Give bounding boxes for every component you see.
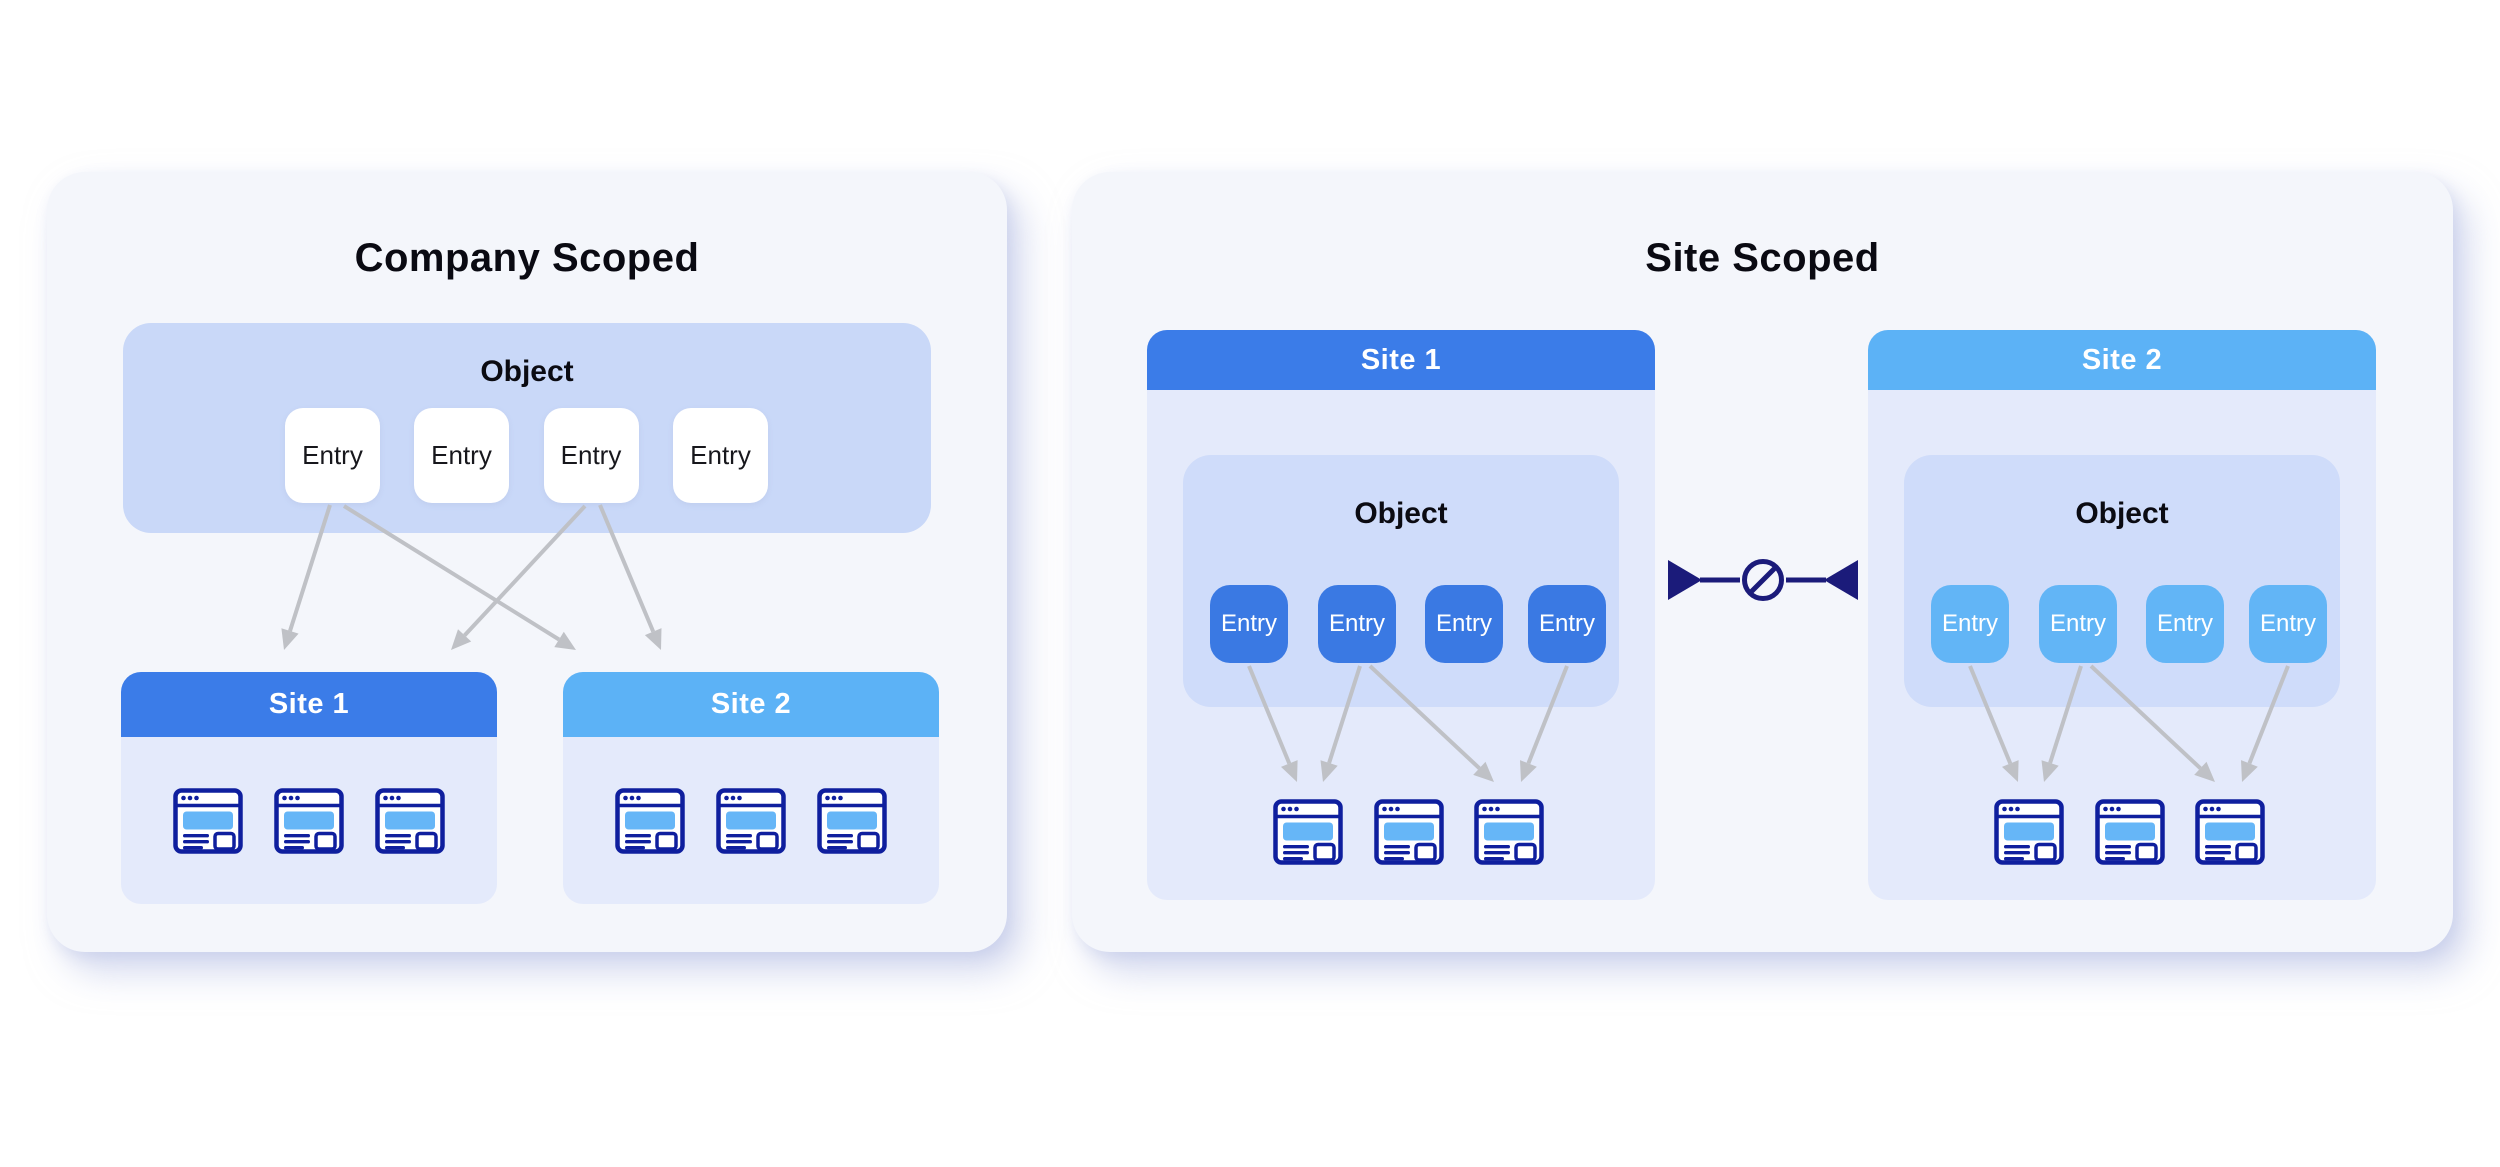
site1-entry-3: Entry bbox=[1425, 585, 1503, 663]
page-icon bbox=[274, 788, 344, 854]
company-scoped-panel: Company Scoped Object Entry Entry Entry … bbox=[47, 172, 1007, 952]
site-2-object-box: Object bbox=[1904, 455, 2340, 707]
company-entry-4: Entry bbox=[673, 408, 768, 503]
site2-entry-2: Entry bbox=[2039, 585, 2117, 663]
company-site-1-card: Site 1 bbox=[121, 672, 497, 904]
arrowhead-right-icon bbox=[1668, 560, 1702, 600]
site1-entry-4: Entry bbox=[1528, 585, 1606, 663]
company-entry-3: Entry bbox=[543, 408, 639, 503]
company-entry-1: Entry bbox=[285, 408, 380, 503]
site1-entry-1: Entry bbox=[1210, 585, 1288, 663]
site-1-object-box: Object bbox=[1183, 455, 1619, 707]
page-icon bbox=[375, 788, 445, 854]
site2-entry-1: Entry bbox=[1931, 585, 2009, 663]
site1-entry-2: Entry bbox=[1318, 585, 1396, 663]
site-scoped-panel: Site Scoped Site 1 Object Entry Entry En… bbox=[1072, 172, 2453, 952]
site2-entry-3: Entry bbox=[2146, 585, 2224, 663]
site-2-header: Site 2 bbox=[563, 672, 939, 737]
page-icon bbox=[716, 788, 786, 854]
company-entry-2: Entry bbox=[414, 408, 509, 503]
object-label: Object bbox=[2075, 497, 2169, 530]
page-icon bbox=[1374, 799, 1444, 865]
page-icon bbox=[2095, 799, 2165, 865]
page-icon bbox=[817, 788, 887, 854]
site2-entry-4: Entry bbox=[2249, 585, 2327, 663]
object-label: Object bbox=[480, 355, 574, 388]
prohibition-icon bbox=[1742, 559, 1784, 601]
site-1-header: Site 1 bbox=[1147, 330, 1655, 390]
panel-title-company-scoped: Company Scoped bbox=[354, 236, 700, 280]
company-object-box: Object bbox=[123, 323, 931, 533]
page-icon bbox=[173, 788, 243, 854]
page-icon bbox=[1474, 799, 1544, 865]
company-site-2-card: Site 2 bbox=[563, 672, 939, 904]
object-label: Object bbox=[1354, 497, 1448, 530]
site-1-header: Site 1 bbox=[121, 672, 497, 737]
page-icon bbox=[1994, 799, 2064, 865]
panel-title-site-scoped: Site Scoped bbox=[1645, 236, 1880, 280]
page-icon bbox=[615, 788, 685, 854]
site-2-header: Site 2 bbox=[1868, 330, 2376, 390]
page-icon bbox=[2195, 799, 2265, 865]
page-icon bbox=[1273, 799, 1343, 865]
arrowhead-left-icon bbox=[1824, 560, 1858, 600]
